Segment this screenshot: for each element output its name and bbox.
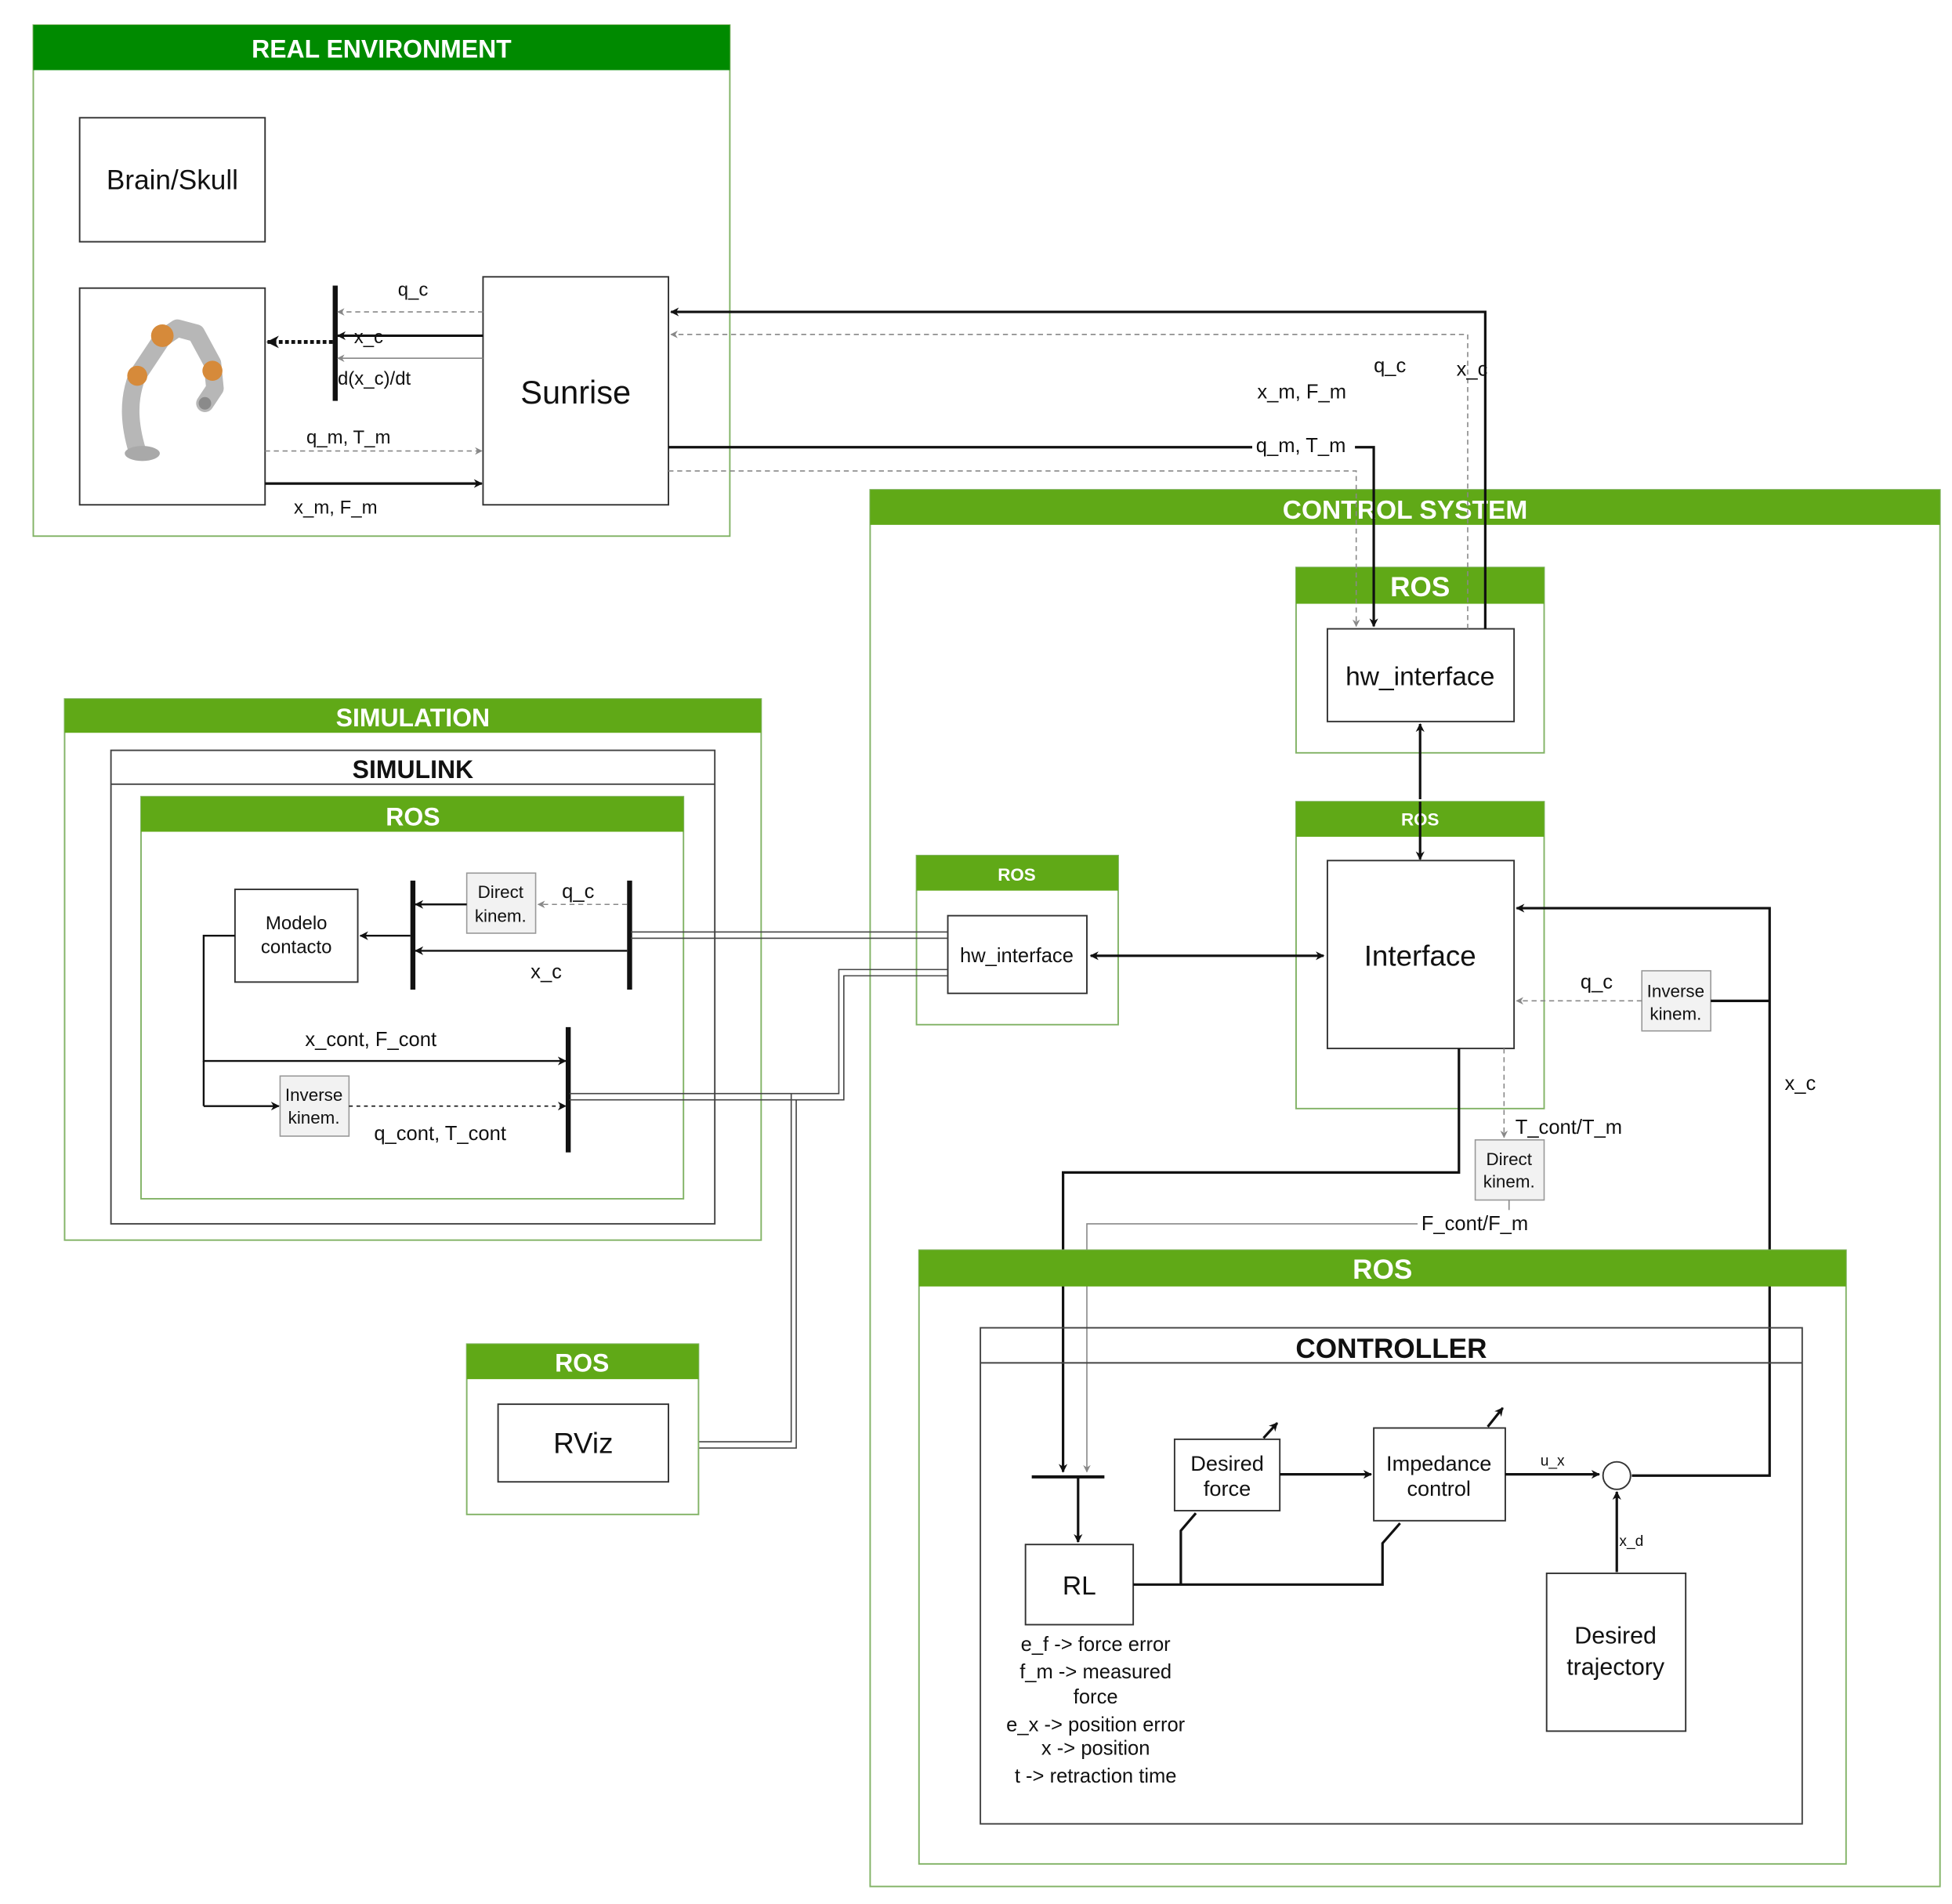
impedance-control-label-2: control [1407, 1476, 1471, 1500]
rviz-ros-title: ROS [555, 1349, 609, 1377]
q-cont-label: q_cont, T_cont [374, 1123, 506, 1145]
rl-label: RL [1063, 1572, 1096, 1601]
hw-interface-bridge-block [947, 914, 1088, 994]
direct-kinem-sim-label-1: Direct [478, 882, 524, 902]
brain-skull-block [78, 117, 266, 243]
desired-force-block [1173, 1438, 1281, 1511]
desired-trajectory-label-1: Desired [1574, 1623, 1657, 1649]
interface-label: Interface [1364, 940, 1476, 972]
desired-force-label-2: force [1204, 1476, 1251, 1500]
u-x-label: u_x [1541, 1453, 1565, 1469]
sunrise-block [482, 276, 669, 506]
double-connectors [569, 931, 948, 1449]
real-x-c-label: x_c [354, 327, 383, 348]
desired-trajectory-block [1545, 1572, 1687, 1732]
real-q-c-label: q_c [398, 279, 429, 300]
sunrise-hw-links: q_m, T_m x_m, F_m q_c x_c [668, 307, 1488, 629]
ros-bridge-title: ROS [998, 865, 1036, 885]
legend-line-4: e_x -> position error [1006, 1714, 1186, 1736]
inverse-kinem-right-block [1641, 970, 1711, 1032]
f-cont-label: F_cont/F_m [1421, 1213, 1528, 1235]
direct-kinem-control-block [1474, 1139, 1545, 1201]
inverse-kinem-right-label-2: kinem. [1650, 1004, 1701, 1023]
direct-kinem-sim-label-2: kinem. [475, 907, 527, 926]
link-q-m-t-m-label: q_m, T_m [1256, 435, 1346, 457]
simulation-title: SIMULATION [336, 704, 491, 732]
legend-line-2: f_m -> measured [1019, 1661, 1172, 1683]
x-cont-label: x_cont, F_cont [305, 1029, 436, 1051]
legend-line-6: t -> retraction time [1015, 1765, 1177, 1787]
simulation-container: SIMULATION SIMULINK ROS Modelo contacto … [63, 698, 762, 1241]
desired-trajectory-label-2: trajectory [1566, 1654, 1665, 1680]
sim-ros-header [140, 796, 684, 832]
ros-bridge-container: ROS hw_interface [915, 854, 1325, 1026]
ros-bridge-header [916, 855, 1118, 891]
control-system-container: CONTROL SYSTEM ROS hw_interface ROS Inte… [869, 489, 1941, 1888]
robot-block [78, 287, 266, 506]
direct-kinem-control-label-1: Direct [1487, 1149, 1533, 1169]
interface-block [1326, 860, 1516, 1050]
ros-controller-header [918, 1250, 1846, 1287]
direct-kinem-control-label-2: kinem. [1483, 1172, 1535, 1192]
inverse-kinem-sim-block [279, 1075, 350, 1137]
real-dxc-label: d(x_c)/dt [338, 368, 411, 389]
brain-skull-label: Brain/Skull [107, 165, 238, 195]
simulation-header [64, 699, 762, 733]
sim-q-c-label: q_c [562, 881, 594, 903]
rl-block [1024, 1544, 1135, 1626]
sim-x-c-label: x_c [531, 961, 562, 983]
link-q-c-label: q_c [1374, 355, 1406, 377]
modelo-contacto-label-1: Modelo [266, 913, 328, 934]
control-x-c-label: x_c [1784, 1073, 1816, 1095]
inverse-kinem-right-label-1: Inverse [1647, 982, 1704, 1001]
real-q-m-t-m-label: q_m, T_m [306, 427, 390, 448]
impedance-control-block [1373, 1427, 1506, 1522]
impedance-control-label-1: Impedance [1386, 1451, 1491, 1475]
ros-top-header [1295, 567, 1545, 604]
t-cont-label: T_cont/T_m [1516, 1117, 1622, 1138]
summing-junction [1602, 1461, 1631, 1490]
direct-kinem-sim-block [465, 872, 537, 934]
rviz-block [497, 1403, 669, 1483]
legend-line-1: e_f -> force error [1021, 1634, 1172, 1656]
real-environment-container: REAL ENVIRONMENT Brain/Skull Sunrise q_c… [32, 24, 731, 538]
desired-force-label-1: Desired [1190, 1451, 1264, 1475]
hw-interface-bridge-label: hw_interface [960, 945, 1074, 967]
ros-top-title: ROS [1390, 572, 1450, 603]
hw-interface-top-block [1326, 628, 1516, 722]
ros-controller-title: ROS [1353, 1254, 1412, 1285]
real-environment-header [33, 24, 730, 71]
controller-title: CONTROLLER [1295, 1334, 1487, 1364]
robot-arm-icon [121, 319, 224, 462]
sim-ros-title: ROS [386, 803, 440, 831]
control-system-title: CONTROL SYSTEM [1283, 496, 1528, 525]
control-system-header [870, 490, 1940, 525]
sunrise-label: Sunrise [520, 374, 631, 411]
controller-container [980, 1327, 1803, 1825]
inverse-kinem-sim-label-1: Inverse [285, 1085, 342, 1105]
rviz-label: RViz [553, 1427, 613, 1459]
sim-ros-container [140, 795, 685, 1200]
legend-line-3: force [1074, 1686, 1118, 1708]
link-x-c-label: x_c [1457, 359, 1488, 381]
link-x-m-f-m-label: x_m, F_m [1257, 381, 1346, 403]
modelo-contacto-label-2: contacto [261, 937, 332, 958]
legend-line-5: x -> position [1041, 1738, 1150, 1760]
control-q-c-label: q_c [1581, 971, 1613, 993]
real-environment-title: REAL ENVIRONMENT [252, 35, 512, 63]
modelo-contacto-block [234, 889, 359, 983]
rviz-ros-header [466, 1344, 699, 1380]
rl-legend: e_f -> force error f_m -> measured force… [1006, 1634, 1186, 1787]
rviz-container: ROS RViz [465, 1343, 700, 1515]
hw-interface-top-label: hw_interface [1345, 662, 1494, 691]
real-x-m-f-m-label: x_m, F_m [294, 497, 378, 518]
x-d-label: x_d [1619, 1533, 1643, 1550]
inverse-kinem-sim-label-2: kinem. [288, 1108, 340, 1128]
simulink-title: SIMULINK [353, 755, 474, 784]
